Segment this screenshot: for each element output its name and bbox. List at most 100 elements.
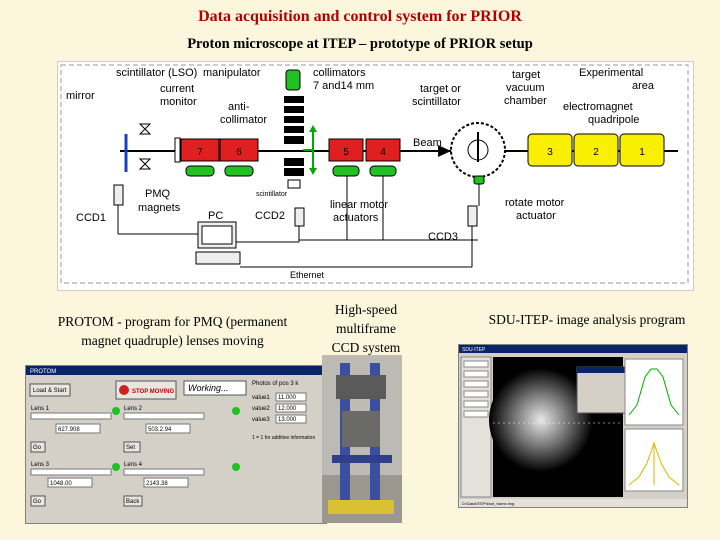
lens-field-1[interactable]: [55, 423, 101, 434]
protom-stop-label: STOP MOVING: [132, 389, 174, 395]
sdu-control-6[interactable]: [463, 410, 489, 418]
sdu-dialog-titlebar: [577, 367, 639, 373]
lens-field-4[interactable]: [143, 477, 189, 488]
experimental-area-outline: [60, 64, 689, 284]
collimator-slab-2: [284, 106, 304, 113]
lens-go-button-1[interactable]: [30, 441, 46, 453]
lens-value-1: 627.908: [58, 427, 80, 433]
label-collimators-size: 7 and14 mm: [313, 80, 374, 92]
ccd2-shape: [294, 207, 305, 227]
lens-label-3: Lens 3: [31, 462, 50, 468]
label-collimator: collimator: [220, 114, 267, 126]
lens-panel-3: Lens 3 1048.00 Go: [30, 462, 112, 507]
collimator-slab-4: [284, 126, 304, 133]
photo-camera-body: [336, 375, 386, 399]
protom-position-field-2[interactable]: [275, 403, 307, 413]
protom-position-field-3[interactable]: [275, 414, 307, 424]
lens-slider-1[interactable]: [30, 412, 112, 420]
sdu-profile-chart-1: [624, 358, 684, 426]
protom-row-label-3: value3: [252, 417, 270, 423]
pmq-magnet-4: [365, 138, 401, 162]
label-ethernet: Ethernet: [290, 270, 325, 280]
lens-field-3[interactable]: [47, 477, 93, 488]
caption-ccd-line3: CCD system: [331, 340, 401, 355]
label-area: area: [632, 80, 655, 92]
ccd1-shape: [113, 184, 124, 206]
label-mirror: mirror: [66, 90, 95, 102]
caption-protom: PROTOM - program for PMQ (permanent magn…: [10, 312, 335, 350]
collimator-slab-5: [284, 136, 304, 144]
sdu-beam-spot: [489, 368, 593, 472]
ccd3-shape: [467, 205, 478, 227]
protom-start-label: Load & Start: [33, 388, 67, 394]
lens-panel-2: Lens 2 503.2.94 Set: [123, 406, 205, 453]
setup-diagram: 7 6 5 4 3 2 1 scintillato: [57, 61, 694, 291]
label-vacuum: vacuum: [506, 82, 545, 94]
pc-screen-shape: [201, 225, 233, 245]
pmq-magnet-6: [219, 138, 259, 162]
label-ccd2: CCD2: [255, 210, 285, 222]
sdu-control-2[interactable]: [463, 370, 489, 378]
collimator-slab-6: [284, 158, 304, 166]
current-monitor-shape-2: [138, 158, 152, 170]
photo-floor: [322, 475, 402, 523]
sdu-titlebar: [459, 345, 687, 353]
quadrupole-label-1: 1: [639, 147, 645, 158]
quadrupole-label-3: 3: [547, 147, 553, 158]
actuator-6: [224, 165, 254, 177]
sdu-profile-curve-1: [628, 368, 680, 416]
label-magnets: magnets: [138, 202, 181, 214]
caption-protom-line2: magnet quadruple) lenses moving: [81, 333, 264, 348]
lens-slider-3[interactable]: [30, 468, 112, 476]
actuator-5: [332, 165, 360, 177]
lens-back-button-4[interactable]: [123, 495, 143, 507]
label-rotate-motor: rotate motor: [505, 197, 565, 209]
lens-slider-2[interactable]: [123, 412, 205, 420]
pmq-magnet-5: [328, 138, 364, 162]
motion-arrowhead-up: [309, 125, 317, 132]
protom-position-header: Photos of pos 3 k: [252, 381, 299, 387]
ccd-system-photo: [322, 355, 402, 523]
manipulator-shape: [285, 69, 301, 91]
sdu-left-panel: [460, 356, 492, 498]
beam-arrowhead: [438, 145, 451, 157]
sdu-control-1[interactable]: [463, 360, 489, 368]
lens-go-button-3[interactable]: [30, 495, 46, 507]
protom-start-button[interactable]: [29, 383, 71, 397]
collimator-slab-3: [284, 116, 304, 123]
label-manipulator: manipulator: [203, 67, 261, 79]
actuator-7: [185, 165, 215, 177]
label-scintillator-lso: scintillator (LSO): [116, 67, 197, 79]
label-scintillator: scintillator: [412, 96, 461, 108]
lens-slider-4[interactable]: [123, 468, 205, 476]
protom-position-value-2: 12.000: [278, 406, 297, 412]
lens-set-label-2: Set: [126, 445, 135, 451]
pmq-magnet-7: [180, 138, 220, 162]
lens-back-label-4: Back: [126, 499, 140, 505]
protom-note: 1 = 1 for additive information: [252, 435, 315, 441]
lens-go-label-1: Go: [33, 445, 42, 451]
sdu-control-5[interactable]: [463, 400, 489, 408]
protom-stop-button[interactable]: [115, 380, 177, 400]
protom-status: Working...: [188, 383, 229, 393]
lens-value-3: 1048.00: [50, 481, 72, 487]
magnet-label-4: 4: [380, 147, 386, 158]
actuator-4: [369, 165, 397, 177]
page-subtitle: Proton microscope at ITEP – prototype of…: [187, 36, 533, 52]
caption-ccd-line2: multiframe: [336, 321, 396, 336]
sdu-control-3[interactable]: [463, 380, 489, 388]
magnet-label-7: 7: [197, 147, 203, 158]
motion-arrowhead-down: [309, 168, 317, 175]
label-actuators: actuators: [333, 212, 379, 224]
lens-panel-4: Lens 4 2143.38 Back: [123, 462, 205, 507]
protom-position-field-1[interactable]: [275, 392, 307, 402]
sdu-status-path: D:\Data\ITEP\shot_frame.img: [462, 501, 514, 506]
lens-field-2[interactable]: [145, 423, 191, 434]
sdu-control-4[interactable]: [463, 390, 489, 398]
protom-position-value-1: 11.000: [278, 395, 297, 401]
collimator-slab-7: [284, 168, 304, 176]
led-icon: [232, 407, 240, 415]
lens-panel-1: Lens 1 627.908 Go: [30, 406, 112, 453]
lens-set-button-2[interactable]: [123, 441, 141, 453]
protom-position-value-3: 13.000: [278, 417, 297, 423]
